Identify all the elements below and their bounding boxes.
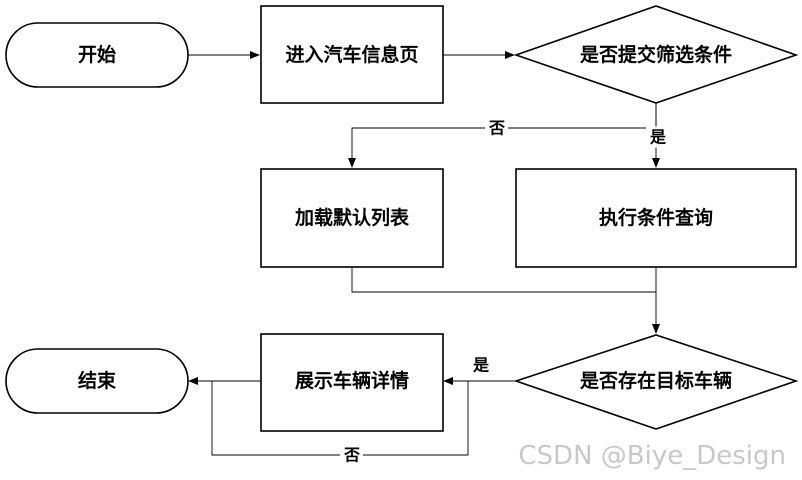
node-submit-filter-label: 是否提交筛选条件	[580, 43, 732, 66]
edge-label-background	[645, 126, 670, 148]
node-submit-filter-decision: 是否提交筛选条件	[513, 5, 799, 104]
node-has-target-decision: 是否存在目标车辆	[513, 334, 799, 430]
watermark: CSDN @Biye_Design	[518, 441, 786, 471]
node-enter-page: 进入汽车信息页	[260, 5, 444, 104]
edge-label-background	[339, 444, 364, 466]
edge-label-submit-no: 否	[488, 119, 505, 138]
edge-label-submit-yes: 是	[649, 128, 666, 147]
node-end-label: 结束	[78, 369, 117, 392]
node-run-query: 执行条件查询	[515, 168, 797, 268]
edge-load-to-merge	[351, 267, 656, 293]
node-start: 开始	[5, 22, 189, 88]
node-enter-page-label: 进入汽车信息页	[285, 43, 418, 66]
node-show-detail-label: 展示车辆详情	[295, 369, 409, 392]
node-load-default: 加载默认列表	[260, 168, 444, 268]
edge-label-target-no: 否	[343, 446, 360, 465]
node-has-target-label: 是否存在目标车辆	[580, 369, 732, 392]
node-load-default-label: 加载默认列表	[294, 206, 410, 229]
edge-label-background	[484, 117, 509, 139]
node-show-detail: 展示车辆详情	[260, 333, 444, 432]
node-end: 结束	[5, 348, 189, 414]
node-start-label: 开始	[78, 43, 116, 66]
edge-label-background	[468, 354, 493, 376]
edge-label-target-yes: 是	[472, 356, 489, 375]
node-run-query-label: 执行条件查询	[599, 206, 713, 229]
